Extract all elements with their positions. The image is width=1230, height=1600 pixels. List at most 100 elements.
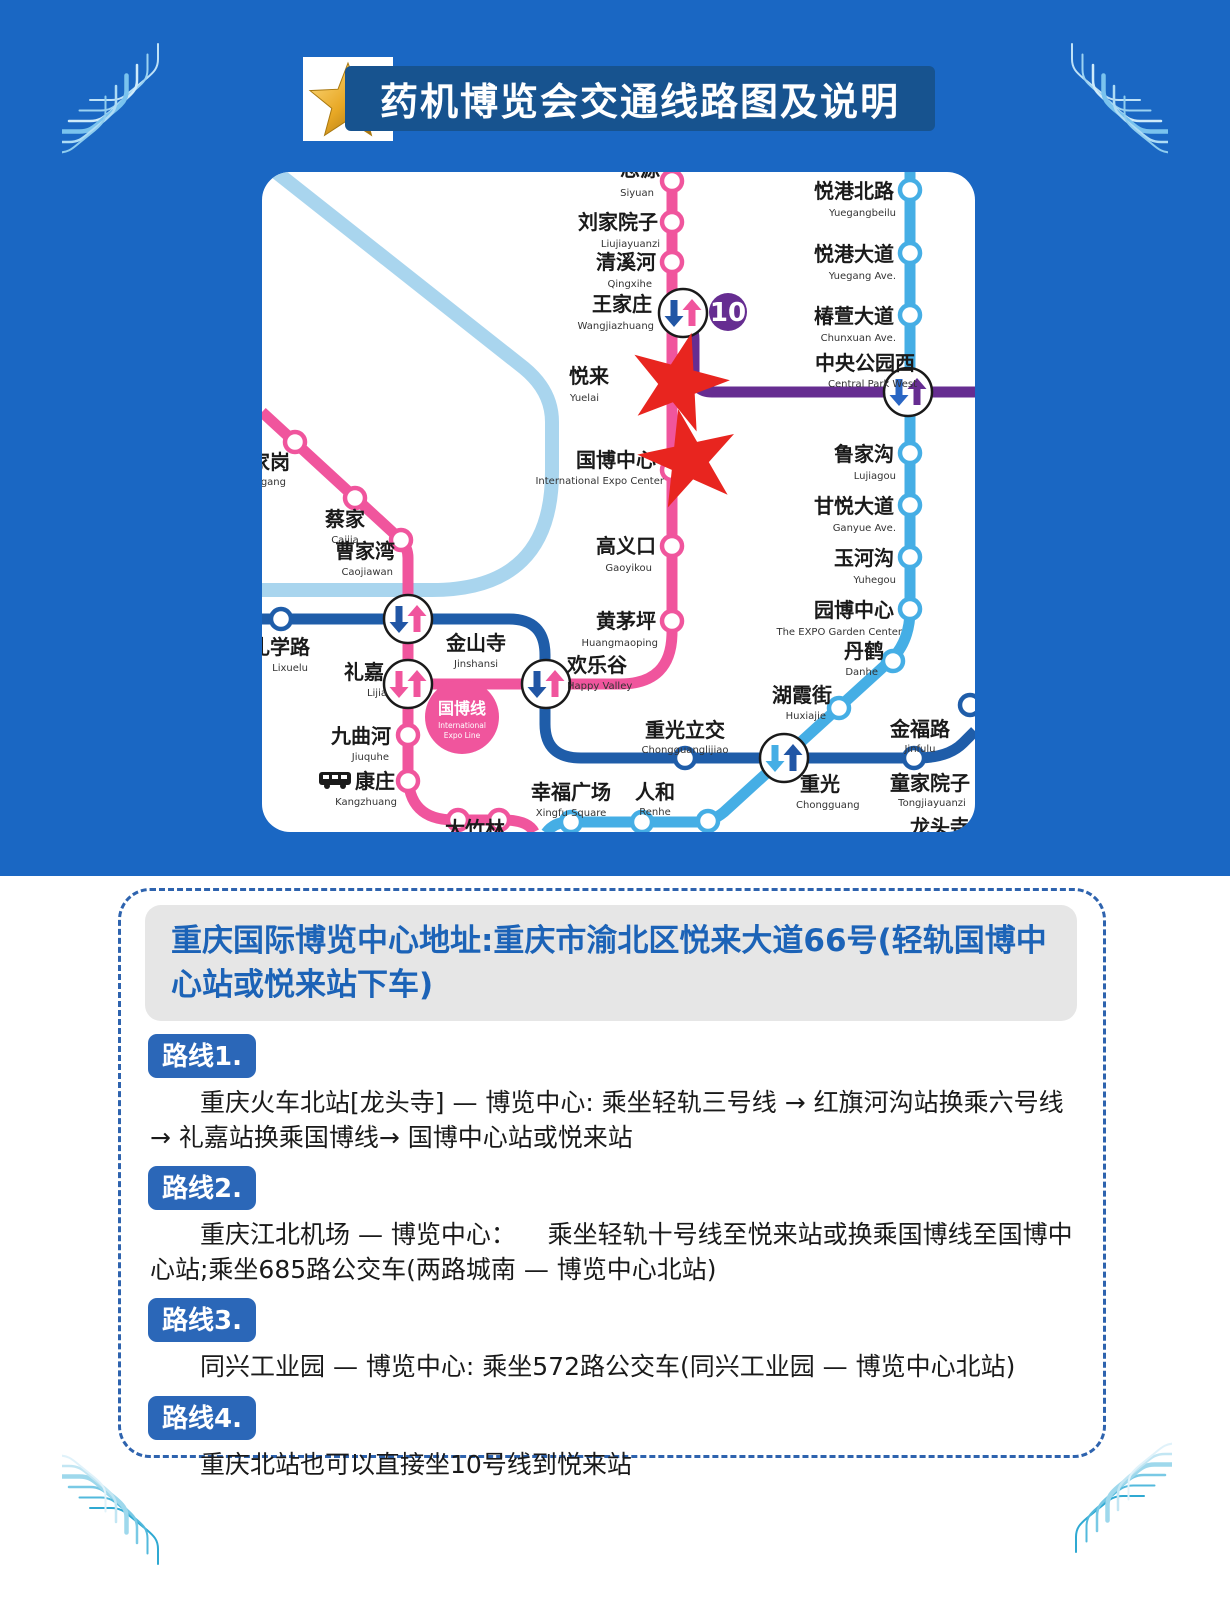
station-label-zh: 黄茅坪 [596, 609, 656, 633]
station-label-en: Wangjiazhuang [578, 321, 654, 332]
station-label-zh: 金福路 [889, 717, 951, 741]
station-label-en: Yuegang Ave. [828, 271, 896, 282]
station-label-zh: 重光立交 [645, 718, 725, 742]
transfer-icon-chongguang [758, 732, 810, 784]
station-label-en: Danhe [845, 667, 878, 678]
decor-curve-line [1081, 53, 1152, 112]
route-item: 路线3. 同兴工业园 — 博览中心: 乘坐572路公交车(同兴工业园 — 博览中… [148, 1298, 1078, 1385]
info-dashed-box [118, 888, 1106, 1458]
station-label-en: Jinshansi [453, 659, 498, 670]
arrow-down-icon [765, 745, 785, 772]
station-label-en: Caojiawan [341, 567, 393, 578]
header-bar: 药机博览会交通线路图及说明 [345, 66, 935, 131]
station-label-zh: 思源 [620, 172, 660, 181]
arrow-down-icon [389, 606, 409, 633]
corner-decor-top-right [1071, 43, 1168, 154]
route-2-text: 重庆江北机场 — 博览中心： 乘坐轻轨十号线至悦来站或换乘国博线至国博中心站;乘… [150, 1220, 1073, 1284]
station-label-zh: 刘家院子 [578, 210, 658, 234]
decor-curve-line [89, 43, 159, 101]
address-box: 重庆国际博览中心地址:重庆市渝北区悦来大道66号(轻轨国博中心站或悦来站下车) [145, 905, 1077, 1022]
station-circle [897, 177, 923, 203]
station-label-zh: 悦港北路 [814, 179, 895, 203]
station-label-zh: 人和 [635, 780, 675, 804]
decor-curve-line [67, 63, 139, 123]
line-10-badge [709, 293, 747, 331]
station-label-zh: 礼学路 [262, 635, 311, 659]
decor-curve-line [89, 1507, 159, 1565]
station-label-en: Chongguanglijiao [642, 745, 729, 756]
station-circle [826, 695, 852, 721]
station-label-en: Liujiayuanzi [601, 239, 660, 250]
decor-curve-line [62, 84, 118, 144]
venue-star-marker [634, 332, 730, 432]
decor-curve-line [1112, 84, 1168, 144]
decor-curve-line [1105, 1462, 1172, 1523]
route-4-text: 重庆北站也可以直接坐10号线到悦来站 [200, 1449, 632, 1479]
station-label-zh: 康庄 [355, 769, 395, 793]
station-circle [957, 692, 975, 718]
station-label-zh: 王家庄 [592, 292, 652, 316]
station-label-en: Siyuan [620, 188, 654, 199]
station-label-en: Kangzhuang [335, 797, 397, 808]
station-label-zh: 园博中心 [814, 598, 894, 622]
arrow-down-icon [527, 671, 547, 698]
transfer-icon-wangjiazhuang [657, 287, 709, 339]
page-title: 药机博览会交通线路图及说明 [379, 80, 900, 124]
station-label-zh: 童家院子 [890, 771, 970, 795]
decor-curve-line [1091, 63, 1163, 123]
expo-line-badge-zh: 国博线 [438, 699, 486, 718]
station-label-zh: 欢乐谷 [566, 653, 628, 677]
station-label-zh: 龙头寺 [910, 815, 970, 832]
arrow-down-icon [889, 379, 909, 406]
station-label-zh: 甘悦大道 [814, 494, 894, 518]
station-circle [395, 722, 421, 748]
arrow-down-icon [664, 300, 684, 327]
metro-line-jinshan-line [262, 613, 975, 764]
station-circle [268, 606, 294, 632]
station-label-zh: 椿萱大道 [814, 304, 894, 328]
decor-curve-line [67, 1485, 139, 1545]
station-label-en: Jiuquhe [351, 752, 389, 763]
route-3-badge: 路线3. [148, 1298, 256, 1342]
station-label-zh: 蔡家 [324, 507, 366, 531]
decor-curve-line [1095, 1473, 1167, 1533]
station-label-zh: 金山寺 [445, 631, 506, 655]
station-label-zh: 国博中心 [576, 448, 656, 472]
expo-line-badge-en2: Expo Line [444, 731, 481, 740]
station-circle [897, 240, 923, 266]
bus-icon [319, 772, 351, 789]
station-label-zh: 大竹林 [445, 817, 505, 832]
station-label-en: International Expo Center [535, 476, 664, 487]
transfer-icon-happy-valley [520, 658, 572, 710]
route-item: 路线4. 重庆北站也可以直接坐10号线到悦来站 [148, 1395, 1078, 1483]
arrow-up-icon [545, 670, 565, 697]
station-circle [558, 809, 584, 832]
station-circle [695, 808, 721, 832]
metro-line-line-6-north [408, 172, 678, 690]
station-label-en: Yuegangbeilu [828, 208, 896, 219]
arrow-down-icon [389, 671, 409, 698]
station-label-en: Lujiagou [854, 471, 896, 482]
decor-curve-line [78, 1496, 149, 1555]
route-1-badge: 路线1. [148, 1034, 256, 1078]
station-label-zh: 鲁家沟 [834, 442, 894, 466]
arrow-up-icon [407, 670, 427, 697]
station-label-en: Yuhegou [852, 575, 896, 586]
station-circle [659, 209, 685, 235]
station-circle [486, 807, 512, 832]
route-4-badge: 路线4. [148, 1395, 256, 1440]
station-circle [901, 745, 927, 771]
station-label-zh: 清溪河 [596, 250, 656, 274]
station-label-en: The EXPO Garden Center [775, 627, 902, 638]
route-item: 路线1. 重庆火车北站[龙头寺] — 博览中心: 乘坐轻轨三号线 → 红旗河沟站… [148, 1034, 1078, 1155]
route-3-text: 同兴工业园 — 博览中心: 乘坐572路公交车(同兴工业园 — 博览中心北站) [200, 1352, 1016, 1381]
station-circle [388, 527, 414, 553]
decor-curve-line [1123, 95, 1168, 154]
station-label-zh: 九曲河 [330, 724, 391, 748]
route-item: 路线2. 重庆江北机场 — 博览中心： 乘坐轻轨十号线至悦来站或换乘国博线至国博… [148, 1166, 1078, 1287]
transfer-icon-lijia [382, 658, 434, 710]
